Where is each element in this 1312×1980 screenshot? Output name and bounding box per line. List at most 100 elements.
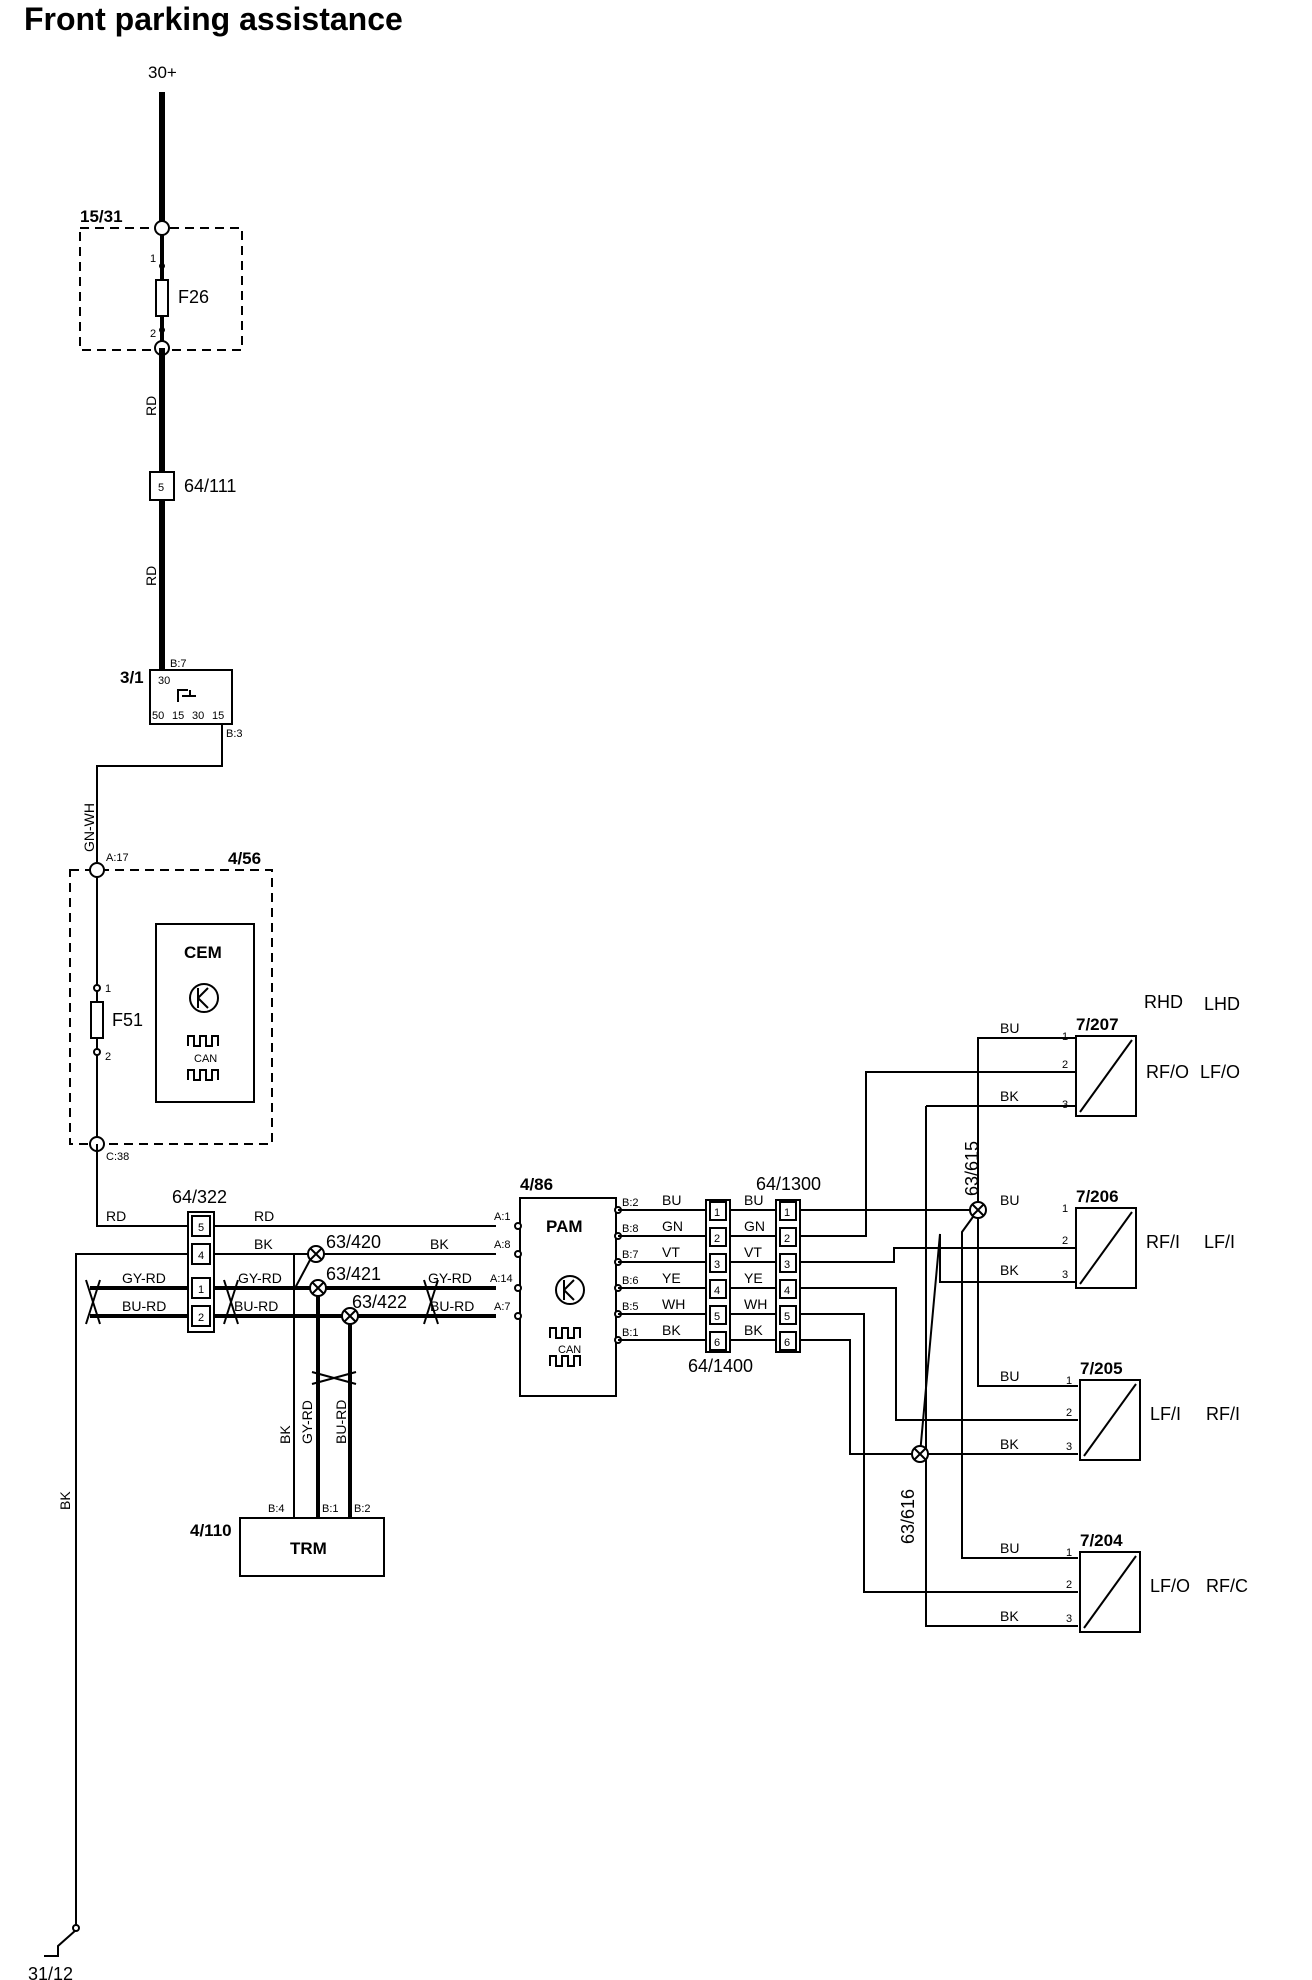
fuse-f51-symbol	[90, 1001, 104, 1039]
bus-b-wh: WH	[744, 1296, 767, 1312]
wire-gn-wh	[96, 724, 223, 862]
pam-pin-b2: B:2	[622, 1197, 639, 1209]
cem-processor-icon	[189, 983, 219, 1013]
sensor-7-204-wire-bk: BK	[1000, 1608, 1019, 1624]
connector-64-111-pin: 5	[158, 482, 164, 494]
relay-terminal-50: 50	[152, 710, 164, 722]
conn-1300-pin-5: 5	[784, 1311, 790, 1323]
connector-64-322-label: 64/322	[172, 1187, 227, 1207]
pam-pin-a1: A:1	[494, 1211, 511, 1223]
wire-322-pam-gy-rd-label-b: GY-RD	[428, 1270, 472, 1286]
splice-63-420-label: 63/420	[326, 1232, 381, 1252]
sensor-7-204-pin-2: 2	[1066, 1579, 1072, 1591]
sensor-7-206-rhd: RF/I	[1146, 1232, 1180, 1252]
sensor-wiring	[800, 1037, 1078, 1627]
sensor-7-205: 7/205 1 2 3 BU BK LF/I RF/I	[1000, 1359, 1240, 1461]
trm-pin-b4: B:4	[268, 1503, 285, 1515]
pam-pin-b8: B:8	[622, 1223, 639, 1235]
sensor-7-205-rhd: LF/I	[1150, 1404, 1181, 1424]
fuse-f26-pin-1: 1	[150, 253, 156, 265]
sensor-7-205-pin-2: 2	[1066, 1407, 1072, 1419]
fuse-f26-symbol	[155, 279, 169, 317]
sensor-header-rhd: RHD	[1144, 992, 1183, 1012]
sensor-7-206-lhd: LF/I	[1204, 1232, 1235, 1252]
connector-64-111-label: 64/111	[184, 476, 236, 496]
sensor-7-205-pin-1: 1	[1066, 1375, 1072, 1387]
pam-can-label: CAN	[558, 1344, 581, 1356]
fuse-f51-pin-2: 2	[105, 1051, 111, 1063]
cem-can-icon	[187, 1035, 219, 1047]
connector-64-1400-label: 64/1400	[688, 1356, 753, 1376]
pam-name: PAM	[546, 1217, 583, 1236]
sensor-7-204-pin-3: 3	[1066, 1613, 1072, 1625]
ground-label: 31/12	[28, 1964, 73, 1980]
sensor-7-204-lhd: RF/C	[1206, 1576, 1248, 1596]
conn-1300-pin-2: 2	[784, 1233, 790, 1245]
pam-pin-b5: B:5	[622, 1301, 639, 1313]
bus-b-vt: VT	[744, 1244, 762, 1260]
trm-pin-b2: B:2	[354, 1503, 371, 1515]
wire-left-bu-rd-label: BU-RD	[122, 1298, 166, 1314]
trm-name: TRM	[290, 1539, 327, 1558]
pam-pin-a7: A:7	[494, 1301, 511, 1313]
sensor-7-204-wire-bu: BU	[1000, 1540, 1019, 1556]
bus-a-vt: VT	[662, 1244, 680, 1260]
relay-label: 3/1	[120, 668, 144, 687]
wire-left-gy-rd-label: GY-RD	[122, 1270, 166, 1286]
cem-can-label: CAN	[194, 1053, 217, 1065]
supply-label: 30+	[148, 63, 177, 82]
twist-left	[85, 1279, 101, 1325]
fuse-f51-pin-1: 1	[105, 983, 111, 995]
conn-1300-pin-3: 3	[784, 1259, 790, 1271]
pam-processor-icon	[555, 1275, 585, 1305]
sensor-7-207: 7/207 1 2 3 BU BK RF/O LF/O	[1000, 1015, 1240, 1117]
relay-terminal-30: 30	[192, 710, 204, 722]
sensor-7-204-rhd: LF/O	[1150, 1576, 1190, 1596]
cem-label: 4/56	[228, 849, 261, 868]
sensor-7-207-wire-bu: BU	[1000, 1020, 1019, 1036]
wire-322-pam-bk-label-a: BK	[254, 1236, 273, 1252]
sensor-7-205-wire-bu: BU	[1000, 1368, 1019, 1384]
bus-a-wh: WH	[662, 1296, 685, 1312]
trm-pin-b1: B:1	[322, 1503, 339, 1515]
wire-322-pam-bu-rd-label-a: BU-RD	[234, 1298, 278, 1314]
pam-label: 4/86	[520, 1175, 553, 1194]
sensor-header-lhd: LHD	[1204, 994, 1240, 1014]
splice-63-422: 63/422	[341, 1292, 407, 1325]
sensor-7-206: 7/206 1 2 3 BU BK RF/I LF/I	[1000, 1187, 1235, 1289]
relay-pin-in: B:7	[170, 658, 187, 670]
wire-trm-bu-rd-label: BU-RD	[333, 1400, 349, 1444]
wire-cem-rd-label: RD	[106, 1208, 126, 1224]
sensor-7-207-wire-bk: BK	[1000, 1088, 1019, 1104]
wire-gn-wh-label: GN-WH	[81, 803, 97, 852]
pam-can-icon	[549, 1327, 581, 1339]
sensor-7-205-lhd: RF/I	[1206, 1404, 1240, 1424]
cem-module: 4/56 A:17 C:38 1 2 F51 CEM CAN	[69, 849, 273, 1163]
wire-ground-bk	[75, 1253, 188, 1930]
relay-terminal-top: 30	[158, 675, 170, 687]
sensor-7-207-pin-1: 1	[1062, 1031, 1068, 1043]
sensor-7-206-wire-bu: BU	[1000, 1192, 1019, 1208]
sensor-7-204: 7/204 1 2 3 BU BK LF/O RF/C	[1000, 1531, 1248, 1633]
wire-322-pam-gy-rd-label-a: GY-RD	[238, 1270, 282, 1286]
relay-terminal-15b: 15	[212, 710, 224, 722]
fuse-f26-pin-2: 2	[150, 328, 156, 340]
trm-module: 4/110 B:4 B:1 B:2 TRM	[190, 1503, 385, 1577]
fuse-f51-label: F51	[112, 1010, 143, 1030]
pam-pin-b6: B:6	[622, 1275, 639, 1287]
connector-64-322-pin-4: 4	[198, 1250, 204, 1262]
relay-3-1: 3/1 B:7 30 50 15 30 15 B:3	[120, 658, 243, 740]
connector-64-322-pin-1: 1	[198, 1284, 204, 1296]
twist-trm	[311, 1371, 357, 1385]
bus-a-gn: GN	[662, 1218, 683, 1234]
conn-1300-pin-4: 4	[784, 1285, 790, 1297]
splice-63-421: 63/421	[309, 1264, 381, 1297]
ground-symbol	[44, 1929, 77, 1957]
twist-mid-left	[223, 1279, 239, 1325]
bus-a-ye: YE	[662, 1270, 681, 1286]
pam-pin-a8: A:8	[494, 1239, 511, 1251]
bus-b-gn: GN	[744, 1218, 765, 1234]
wire-322-pam-bu-rd-label-b: BU-RD	[430, 1298, 474, 1314]
splice-63-616: 63/616	[898, 1445, 929, 1544]
conn-1400-pin-6: 6	[714, 1337, 720, 1349]
